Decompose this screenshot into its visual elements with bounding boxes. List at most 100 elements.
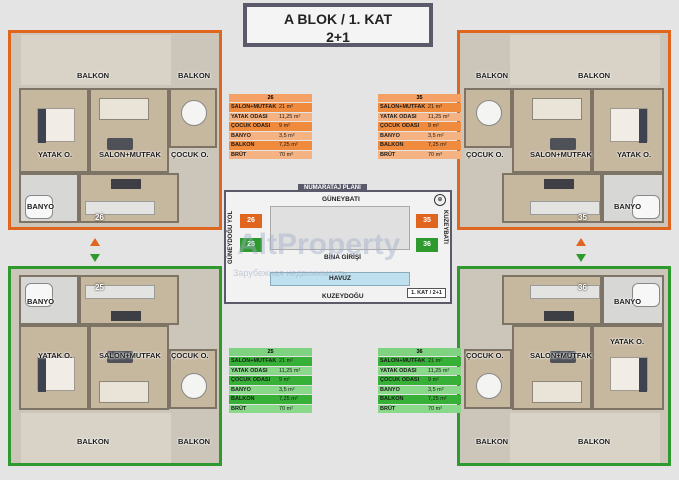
bathroom [19,275,79,325]
balcony-area [510,35,660,85]
label-salon: SALON+MUTFAK [530,351,592,360]
unit-number: 35 [578,213,587,222]
balcony-area [510,413,660,463]
kitchen [79,275,179,325]
child-room [169,349,217,409]
label-cocuk: ÇOCUK O. [466,351,504,360]
table-header: 25 [229,348,312,356]
label-yatak: YATAK O. [610,337,645,346]
arrow-down-icon [90,254,100,262]
label-south: KUZEYDOĞU [322,293,364,300]
watermark-tagline: Зарубежная недвижимость [233,268,347,278]
bedroom [592,325,664,410]
bedroom [19,88,89,173]
label-banyo: BANYO [27,202,55,211]
plan-cell-26: 26 [240,214,262,228]
plan-cell-35: 35 [416,214,438,228]
living-kitchen [512,88,592,173]
label-yatak: YATAK O. [38,150,73,159]
label-banyo: BANYO [614,202,642,211]
title-box: A BLOK / 1. KAT 2+1 [243,3,433,47]
label-balkon-2: BALKON [178,437,211,446]
label-yatak: YATAK O. [617,150,652,159]
bedroom [592,88,664,173]
unit-26-plan: BALKON BALKON YATAK O. SALON+MUTFAK ÇOCU… [8,30,222,230]
bedroom [19,325,89,410]
child-room [169,88,217,148]
unit-25-plan: BANYO YATAK O. SALON+MUTFAK ÇOCUK O. BAL… [8,266,222,466]
child-room [464,88,512,148]
label-west: GÜNEYDOĞU YOL [228,210,234,264]
label-cocuk: ÇOCUK O. [171,351,209,360]
child-room [464,349,512,409]
pool: HAVUZ [270,272,410,286]
unit-36-plan: BANYO ÇOCUK O. SALON+MUTFAK YATAK O. BAL… [457,266,671,466]
floor-badge: 1. KAT / 2+1 [407,288,446,298]
compass-icon: ⊕ [434,194,446,206]
living-kitchen [89,325,169,410]
watermark-brand: AltProperty [237,228,401,261]
site-plan-title: NUMARATAJ PLANI [298,184,367,192]
arrow-up-icon [576,238,586,246]
label-balkon-2: BALKON [578,437,611,446]
bathroom [602,173,664,223]
unit-35-plan: BALKON BALKON ÇOCUK O. SALON+MUTFAK YATA… [457,30,671,230]
label-cocuk: ÇOCUK O. [171,150,209,159]
label-entrance: BİNA GİRİŞİ [324,254,361,261]
title-line-1: A BLOK / 1. KAT [283,11,393,27]
unit-number: 25 [95,283,104,292]
label-salon: SALON+MUTFAK [99,351,161,360]
label-banyo: BANYO [614,297,642,306]
table-header: 26 [229,94,312,102]
arrow-down-icon [576,254,586,262]
living-kitchen [512,325,592,410]
label-east: KUZEYBATI [442,210,448,244]
label-salon: SALON+MUTFAK [99,150,161,159]
balcony-area [21,413,171,463]
label-balkon-2: BALKON [178,71,211,80]
label-balkon: BALKON [476,71,509,80]
label-yatak: YATAK O. [38,351,73,360]
kitchen [79,173,179,223]
unit-number: 26 [95,213,104,222]
plan-cell-25: 25 [240,238,262,252]
label-banyo: BANYO [27,297,55,306]
unit-number: 36 [578,283,587,292]
table-header: 35 [378,94,461,102]
plan-cell-36: 36 [416,238,438,252]
label-balkon: BALKON [77,71,110,80]
label-salon: SALON+MUTFAK [530,150,592,159]
label-balkon: BALKON [77,437,110,446]
title-line-2: 2+1 [326,29,350,45]
kitchen [502,173,602,223]
bathroom [19,173,79,223]
label-north: GÜNEYBATI [322,196,360,203]
balcony-area [21,35,171,85]
